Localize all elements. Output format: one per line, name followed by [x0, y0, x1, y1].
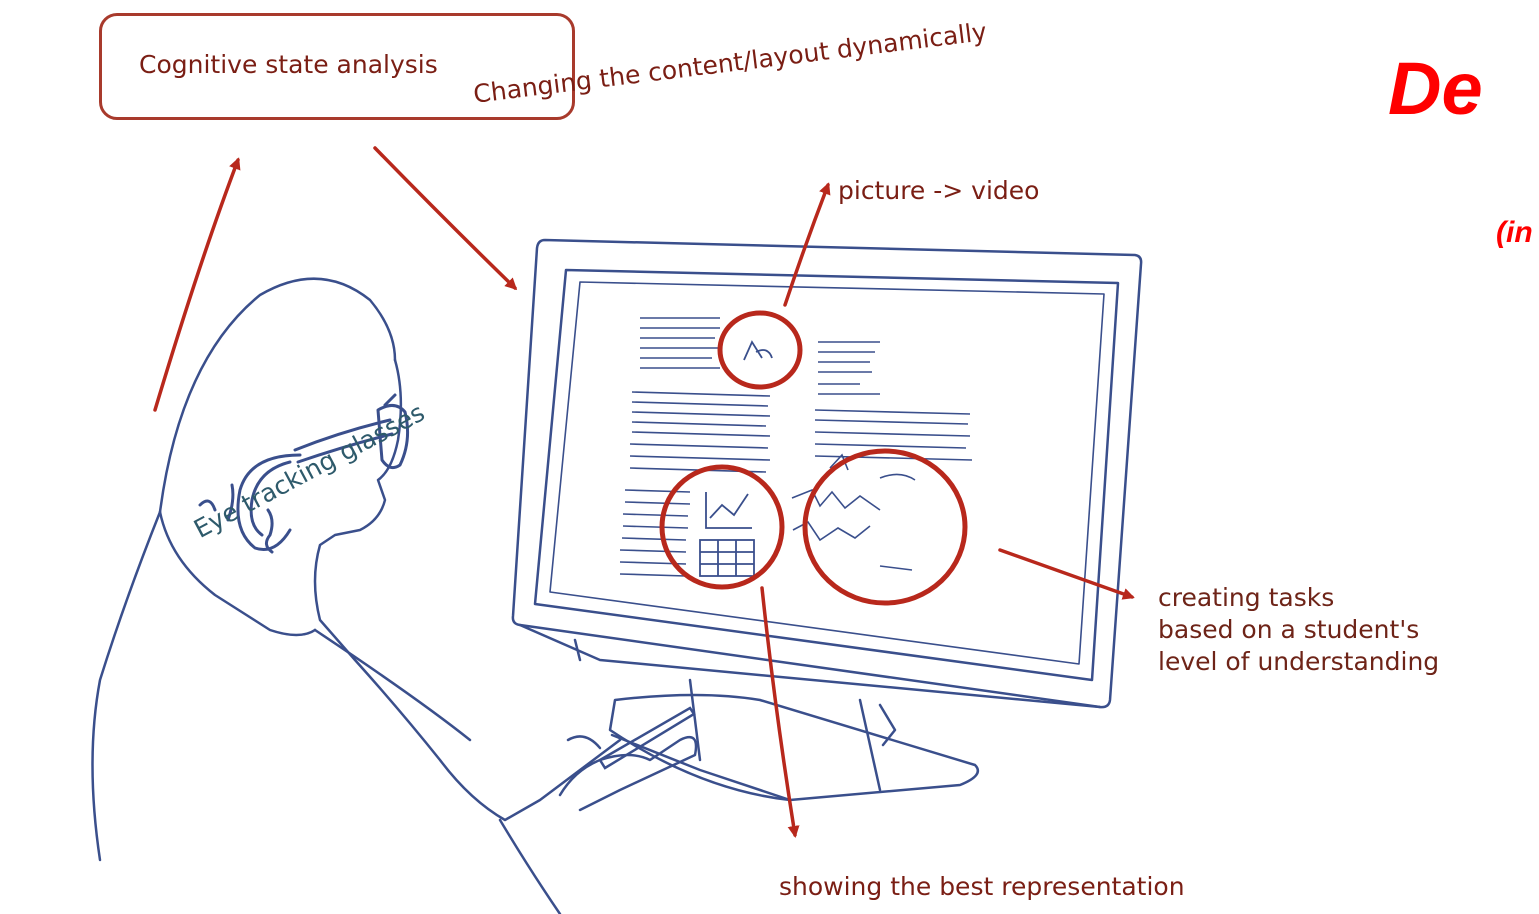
arrow-circle-to-showing-best [760, 586, 800, 838]
slide-subtitle: (in [1496, 216, 1533, 249]
monitor-icon [511, 238, 1143, 802]
screen-text-left [619, 317, 771, 577]
screen-text-right [791, 341, 973, 571]
eye-tracking-glasses-icon [198, 393, 410, 554]
arrow-glasses-to-analysis [153, 157, 241, 412]
showing-best-representation-label: showing the best representation [779, 872, 1185, 901]
person-icon [91, 277, 698, 914]
creating-tasks-line-3: level of understanding [1158, 647, 1440, 676]
arrow-circle-to-creating-tasks [998, 548, 1135, 600]
picture-doodle [743, 340, 773, 361]
chart-doodle [699, 492, 755, 577]
creating-tasks-line-1: creating tasks [1158, 583, 1335, 612]
pen-icon [598, 706, 696, 770]
cognitive-state-label: Cognitive state analysis [139, 50, 438, 79]
creating-tasks-line-2: based on a student's [1158, 615, 1420, 644]
picture-to-video-label: picture -> video [838, 176, 1040, 205]
creating-tasks-label: creating tasks based on a student's leve… [1158, 582, 1439, 678]
arrow-analysis-to-screen [373, 146, 518, 291]
highlight-circles [659, 310, 968, 606]
arrow-circle-to-picture-video [783, 182, 831, 307]
flow-arrows [153, 146, 1135, 838]
cognitive-state-box [99, 13, 575, 120]
slide-title: De [1388, 47, 1483, 130]
